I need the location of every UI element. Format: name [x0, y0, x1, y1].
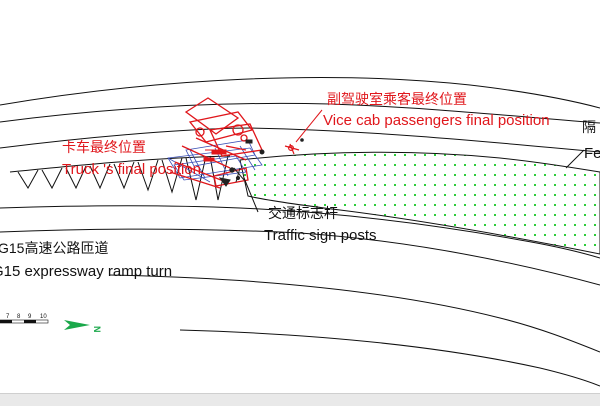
scale-bar: 7 8 9 10: [0, 314, 49, 324]
scale-tick-9: 9: [28, 314, 32, 320]
north-arrow-icon: N: [64, 320, 102, 333]
road-lane-line-1: [0, 102, 600, 124]
ramp-label-en: G15 expressway ramp turn: [0, 263, 172, 280]
ramp-edge-2: [109, 274, 600, 353]
vice-cab-leader: [295, 109, 323, 143]
truck-label-cn: 卡车最终位置: [62, 139, 146, 155]
north-label: N: [92, 326, 102, 333]
ramp-edge-1: [0, 228, 600, 286]
scale-tick-7: 7: [6, 314, 10, 320]
fence-leader: [565, 149, 585, 169]
traffic-sign-label-cn: 交通标志杆: [268, 205, 338, 221]
vice-cab-label-cn: 副驾驶室乘客最终位置: [327, 91, 467, 107]
road-lane-line-3: [9, 155, 231, 173]
passenger-figure-icon: [284, 143, 300, 155]
road-lines: [0, 77, 600, 387]
ramp-label-cn: G15高速公路匝道: [0, 240, 108, 256]
isolation-label-cn: 隔: [582, 119, 596, 135]
road-inner-edge: [0, 205, 600, 259]
traffic-sign-label-en: Traffic sign posts: [264, 227, 377, 244]
truck-final-position-drawing: [167, 97, 265, 189]
truck-label-en: Truck 's final position: [62, 161, 201, 178]
sign-leader: [243, 177, 259, 213]
passenger-marker-dot: [300, 138, 304, 142]
scale-tick-10: 10: [40, 314, 47, 320]
leader-lines: [205, 109, 585, 213]
viewer-bottom-bar: [0, 393, 600, 406]
vice-cab-label-en: Vice cab passengers final position: [323, 112, 550, 129]
traffic-sign-post: [233, 167, 245, 183]
green-dotted-island: [239, 151, 600, 255]
road-lane-line-2: [0, 127, 600, 153]
scale-tick-8: 8: [17, 314, 21, 320]
gore-chevrons: [17, 155, 229, 201]
fence-label-en: Fe: [584, 145, 600, 162]
ramp-edge-3: [179, 329, 600, 387]
road-outer-edge: [0, 77, 600, 109]
